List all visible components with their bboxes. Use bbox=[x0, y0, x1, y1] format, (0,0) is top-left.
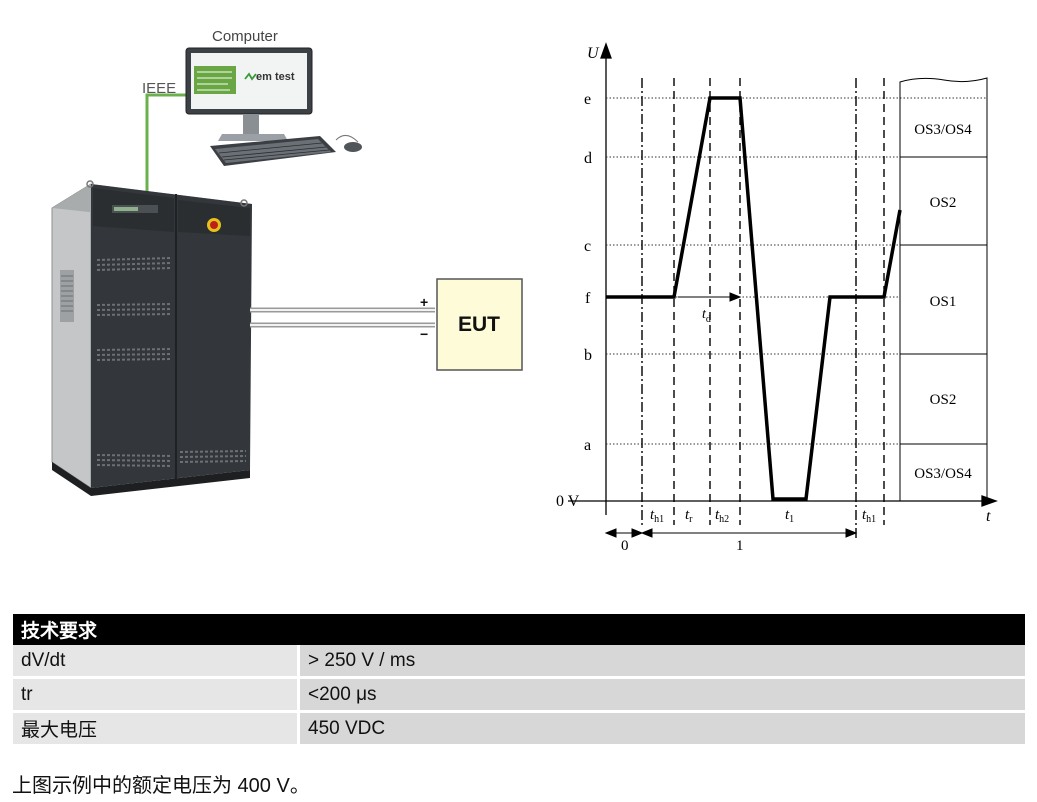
level-label: b bbox=[584, 347, 592, 364]
time-labels: th1 tr th2 t1 th1 bbox=[650, 507, 876, 525]
y-axis-symbol: U bbox=[587, 45, 600, 62]
voltage-waveform-diagram: U t e d c f b a 0 V OS3/OS4 bbox=[556, 42, 998, 554]
spec-value: > 250 V / ms bbox=[298, 645, 1025, 679]
table-row: tr <200 μs bbox=[13, 677, 1025, 713]
spec-value: <200 μs bbox=[298, 677, 1025, 713]
zone-label: OS3/OS4 bbox=[914, 122, 972, 138]
level-label: f bbox=[585, 290, 591, 307]
spec-table-header: 技术要求 bbox=[13, 614, 1025, 645]
eut-label: EUT bbox=[458, 313, 500, 336]
eut-box: EUT bbox=[436, 278, 523, 371]
time-label-t1: t1 bbox=[785, 507, 794, 525]
spec-param: 最大电压 bbox=[13, 711, 300, 747]
level-label: c bbox=[584, 238, 591, 255]
em-test-logo: em test bbox=[256, 71, 295, 83]
time-marker-lines bbox=[641, 78, 885, 540]
plus-terminal: + bbox=[420, 294, 428, 310]
spec-param: tr bbox=[13, 677, 300, 713]
x-axis-symbol: t bbox=[986, 508, 991, 525]
interval-label-1: 1 bbox=[736, 538, 744, 554]
zone-box bbox=[899, 77, 988, 501]
zone-label: OS2 bbox=[930, 392, 957, 408]
computer-label: Computer bbox=[212, 28, 278, 45]
spec-value: 450 VDC bbox=[298, 711, 1025, 747]
level-label: e bbox=[584, 91, 591, 108]
spec-table-header-row: 技术要求 bbox=[13, 614, 1025, 645]
time-label-tr: tr bbox=[685, 507, 693, 525]
ieee-cable bbox=[145, 93, 186, 196]
td-label: td bbox=[702, 307, 711, 325]
ieee-label: IEEE bbox=[142, 80, 176, 97]
level-label: d bbox=[584, 150, 592, 167]
axes bbox=[568, 42, 998, 515]
level-label: 0 V bbox=[556, 493, 580, 510]
spec-param: dV/dt bbox=[13, 645, 300, 679]
output-cables: + − bbox=[250, 294, 435, 342]
zone-labels: OS3/OS4 OS2 OS1 OS2 OS3/OS4 bbox=[914, 122, 972, 482]
time-label-th1: th1 bbox=[650, 507, 664, 525]
voltage-waveform-trace bbox=[606, 96, 902, 501]
generator-cabinet bbox=[51, 180, 252, 496]
test-setup-illustration: IEEE Computer em test bbox=[51, 28, 523, 496]
zone-label: OS2 bbox=[930, 195, 957, 211]
level-labels: e d c f b a 0 V bbox=[556, 91, 592, 510]
time-label-th1-end: th1 bbox=[862, 507, 876, 525]
interval-arrows bbox=[604, 528, 858, 538]
rated-voltage-note: 上图示例中的额定电压为 400 V。 bbox=[12, 775, 310, 797]
td-interval bbox=[678, 292, 742, 302]
time-label-th2: th2 bbox=[715, 507, 729, 525]
zone-label: OS1 bbox=[930, 294, 957, 310]
spec-table: 技术要求 dV/dt > 250 V / ms tr <200 μs 最大电压 … bbox=[13, 614, 1025, 747]
interval-label-0: 0 bbox=[621, 538, 629, 554]
minus-terminal: − bbox=[420, 326, 428, 342]
table-row: dV/dt > 250 V / ms bbox=[13, 645, 1025, 679]
zone-label: OS3/OS4 bbox=[914, 466, 972, 482]
level-lines bbox=[606, 97, 987, 445]
level-label: a bbox=[584, 437, 591, 454]
computer-icon: Computer em test bbox=[185, 28, 362, 166]
table-row: 最大电压 450 VDC bbox=[13, 711, 1025, 747]
